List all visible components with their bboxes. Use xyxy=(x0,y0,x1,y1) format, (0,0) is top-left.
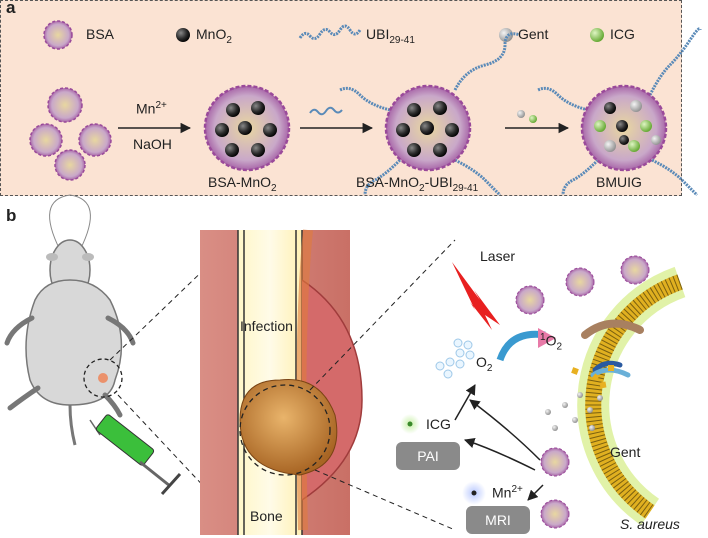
legend-gent-icon xyxy=(499,28,513,42)
bmuig-particle xyxy=(537,27,702,197)
gent-particles-inside xyxy=(545,392,603,431)
mouse-graphic xyxy=(4,194,136,446)
stage-bmuig-label: BMUIG xyxy=(596,174,642,190)
bacterium-dna-graphic xyxy=(581,319,644,339)
bsa-mno2-ubi-particle xyxy=(339,32,521,197)
mn-label: Mn2+ xyxy=(492,484,523,501)
arrow-icg-icon xyxy=(529,115,537,123)
bone-section-graphic xyxy=(200,229,363,535)
nanoparticles-near-bacterium xyxy=(515,255,650,529)
zoom-line-3 xyxy=(309,239,456,391)
oxygen-bubbles xyxy=(435,338,475,379)
zoom-line-1 xyxy=(109,234,241,361)
pai-box: PAI xyxy=(396,442,460,470)
panel-b-letter: b xyxy=(6,206,17,225)
icg-label: ICG xyxy=(426,416,451,432)
mri-box: MRI xyxy=(466,506,530,534)
legend-ubi-icon xyxy=(298,24,362,41)
damage-fragments xyxy=(571,365,614,389)
legend-bsa-icon xyxy=(43,20,73,50)
mn-dot-icon xyxy=(471,490,477,496)
o2-label: O2 xyxy=(476,354,493,374)
gent-label: Gent xyxy=(610,444,641,460)
stage-bsa-mno2-label: BSA-MnO2 xyxy=(208,174,277,194)
panel-a-letter: a xyxy=(6,0,16,17)
syringe-graphic xyxy=(89,414,182,496)
bone-label: Bone xyxy=(250,508,283,524)
bacterium-label: S. aureus xyxy=(620,516,680,532)
conversion-arrow-head xyxy=(538,328,556,348)
zoom-line-4 xyxy=(314,469,456,531)
laser-bolt-icon xyxy=(452,262,500,330)
bsa-mno2-particle xyxy=(203,84,291,172)
singlet-oxygen-label: 1O2 xyxy=(540,332,563,353)
arrow-to-o2 xyxy=(469,399,541,461)
legend-mno2-label: MnO2 xyxy=(196,26,232,46)
stage-bsa-mno2-ubi-label: BSA-MnO2-UBI29-41 xyxy=(356,174,479,194)
infection-label: Infection xyxy=(240,318,293,334)
legend-ubi-label: UBI29-41 xyxy=(366,26,415,46)
laser-label: Laser xyxy=(480,248,516,264)
bacterium-wall-graphic xyxy=(577,266,686,526)
bacterium-ribosome-graphic xyxy=(592,360,623,373)
arrow-gent-icon xyxy=(517,110,525,118)
legend-icg-label: ICG xyxy=(610,26,635,42)
ubi-small-graphic xyxy=(309,106,343,116)
bsa-monomers-graphic xyxy=(29,87,112,181)
reagent-naoh: NaOH xyxy=(133,136,172,152)
legend-gent-label: Gent xyxy=(518,26,549,42)
panel-a-box xyxy=(0,0,682,196)
arrow-to-icg xyxy=(464,438,536,471)
reagent-mn: Mn2+ xyxy=(136,100,167,117)
arrow-to-mn xyxy=(527,484,544,501)
legend-mno2-icon xyxy=(176,28,190,42)
legend-bsa-label: BSA xyxy=(86,26,115,42)
arrow-icg-to-o2 xyxy=(454,384,476,421)
legend-icg-icon xyxy=(590,28,604,42)
icg-dot-icon xyxy=(407,421,413,427)
